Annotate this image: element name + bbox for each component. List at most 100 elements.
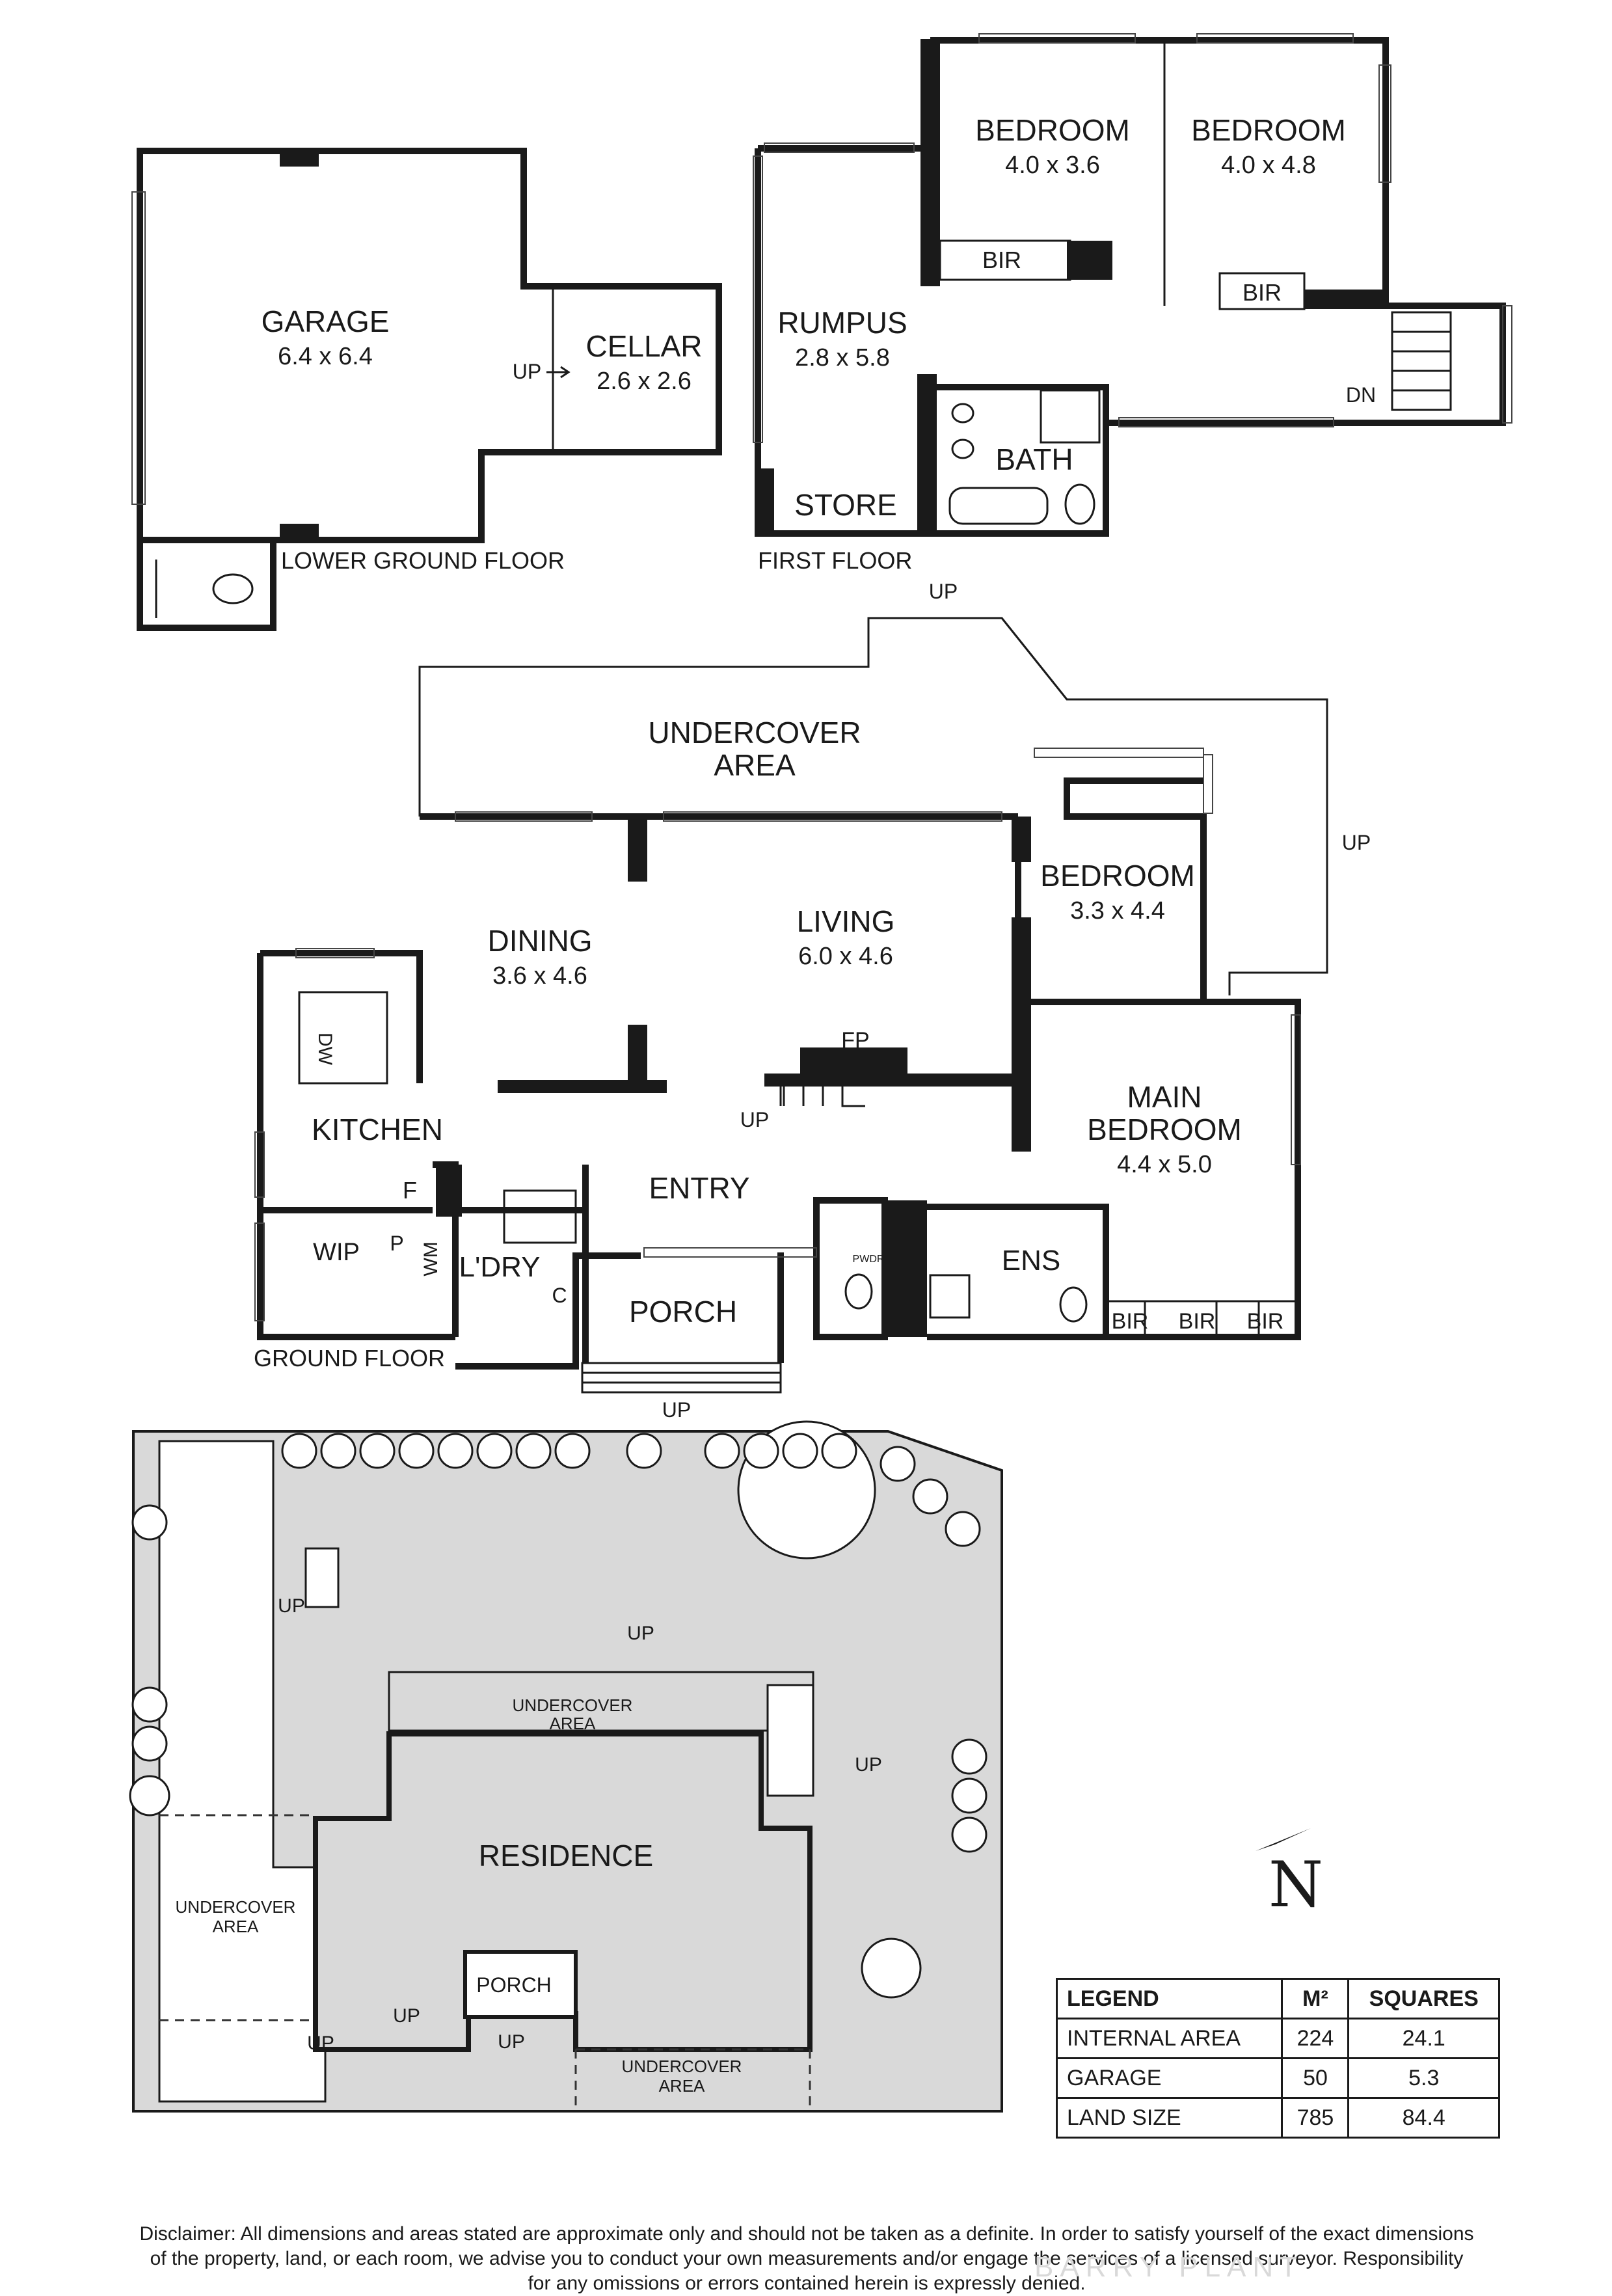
shrub-row <box>129 1433 987 1853</box>
bir-label: BIR <box>1179 1309 1216 1334</box>
window <box>1196 33 1354 44</box>
toilet-icon <box>1059 1286 1088 1323</box>
stairs-icon <box>779 1087 865 1107</box>
table-row: INTERNAL AREA 224 24.1 <box>1055 2018 1500 2059</box>
disclaimer-text: Disclaimer: All dimensions and areas sta… <box>59 2222 1555 2296</box>
fireplace <box>800 1047 907 1087</box>
dining-size: 3.6 x 4.6 <box>492 962 587 990</box>
bath-label: BATH <box>995 442 1073 476</box>
shower-icon <box>503 1189 577 1244</box>
porch-steps <box>581 1362 782 1394</box>
legend-squares: 84.4 <box>1347 2097 1500 2139</box>
p-label: P <box>390 1232 403 1255</box>
legend-squares: 5.3 <box>1347 2057 1500 2099</box>
garage-label: GARAGE <box>262 304 390 338</box>
disclaimer-line: of the property, land, or each room, we … <box>150 2248 1464 2269</box>
window <box>1378 64 1391 183</box>
wall-block <box>885 1200 927 1337</box>
cellar-size: 2.6 x 2.6 <box>597 368 692 395</box>
up-label: UP <box>855 1754 882 1776</box>
bedrooms-walls <box>930 37 1389 299</box>
legend-m2: 785 <box>1281 2097 1350 2139</box>
north-compass: N <box>1249 1815 1340 1921</box>
garage-size: 6.4 x 6.4 <box>278 343 373 370</box>
wall-block <box>1012 817 1031 862</box>
compass-n: N <box>1269 1848 1323 1913</box>
c-label: C <box>552 1284 567 1307</box>
legend-header: LEGEND <box>1055 1978 1283 2019</box>
site-undercover-1: UNDERCOVER <box>513 1695 633 1715</box>
main-bedroom-label-2: BEDROOM <box>1087 1113 1242 1146</box>
bedroom-3-size: 3.3 x 4.4 <box>1070 897 1165 925</box>
f-label: F <box>403 1177 417 1204</box>
bedroom-3-label: BEDROOM <box>1040 859 1195 893</box>
window <box>643 1247 817 1258</box>
legend-label: INTERNAL AREA <box>1055 2018 1283 2059</box>
bath-walls <box>937 384 1109 537</box>
up-label: UP <box>278 1595 305 1617</box>
wall-block <box>1067 241 1112 280</box>
bir-label: BIR <box>982 247 1021 273</box>
tree-icon <box>861 1938 922 1999</box>
ground-floor-label: GROUND FLOOR <box>254 1345 445 1371</box>
window <box>254 1131 265 1198</box>
wall-block <box>1012 917 1031 1152</box>
garage-window <box>131 191 146 505</box>
undercover-label-2: AREA <box>714 748 796 782</box>
site-undercover-2: AREA <box>213 1917 259 1936</box>
main-bedroom-walls <box>1031 999 1301 1340</box>
site-porch-label: PORCH <box>476 1973 552 1997</box>
window <box>254 1222 265 1321</box>
up-label: UP <box>393 2005 420 2027</box>
window <box>295 948 375 958</box>
side-deck <box>766 1684 814 1797</box>
legend-m2: 224 <box>1281 2018 1350 2059</box>
legend-m2: 50 <box>1281 2057 1350 2099</box>
dn-label: DN <box>1346 383 1376 407</box>
legend-label: GARAGE <box>1055 2057 1283 2099</box>
rumpus-size: 2.8 x 5.8 <box>795 344 890 371</box>
wall-block <box>755 468 774 533</box>
kitchen-bench <box>298 991 388 1085</box>
lower-ground-floor-plan: GARAGE 6.4 x 6.4 CELLAR 2.6 x 2.6 UP LOW… <box>131 148 722 631</box>
bir-closets <box>1106 1300 1298 1337</box>
window <box>1203 754 1213 814</box>
wall-block <box>628 817 647 882</box>
compass-arrow-icon: N <box>1256 1828 1323 1921</box>
window <box>663 811 1002 822</box>
site-plan: RESIDENCE PORCH UNDERCOVER AREA UNDERCOV… <box>129 1420 1003 2113</box>
toilet-icon <box>212 573 254 604</box>
shower-icon <box>1040 389 1101 444</box>
shower-icon <box>929 1274 971 1319</box>
ground-floor-plan: UNDERCOVER AREA UP UP DINING 3.6 x 4.6 L… <box>254 580 1371 1422</box>
wm-label: WM <box>420 1241 442 1276</box>
stairs-icon <box>304 1547 340 1608</box>
residence-label: RESIDENCE <box>479 1839 653 1872</box>
basin-icon <box>951 439 974 459</box>
toilet-icon <box>844 1273 873 1310</box>
watermark-text: BARRY PLANT <box>1034 2251 1304 2283</box>
up-label: UP <box>627 1623 654 1644</box>
undercover-dashed <box>574 2048 811 2111</box>
bir-label: BIR <box>1243 279 1282 306</box>
cellar-label: CELLAR <box>586 329 703 363</box>
dining-label: DINING <box>488 924 593 958</box>
up-label: UP <box>740 1108 769 1131</box>
site-undercover-1: UNDERCOVER <box>176 1897 296 1917</box>
legend-label: LAND SIZE <box>1055 2097 1283 2139</box>
main-bedroom-label-1: MAIN <box>1127 1080 1202 1114</box>
up-label: UP <box>929 580 958 603</box>
up-label: UP <box>307 2033 334 2054</box>
bir-label: BIR <box>1112 1309 1149 1334</box>
wall-block <box>920 39 940 286</box>
main-bedroom-size: 4.4 x 5.0 <box>1117 1151 1212 1178</box>
up-label: UP <box>498 2031 525 2053</box>
legend-squares: 24.1 <box>1347 2018 1500 2059</box>
table-row: LAND SIZE 785 84.4 <box>1055 2097 1500 2139</box>
ensuite-label: ENS <box>1002 1245 1060 1276</box>
up-label: UP <box>662 1398 691 1422</box>
wip-label: WIP <box>313 1239 360 1266</box>
steps-outline <box>898 617 1068 700</box>
hall-walls <box>1106 303 1506 426</box>
